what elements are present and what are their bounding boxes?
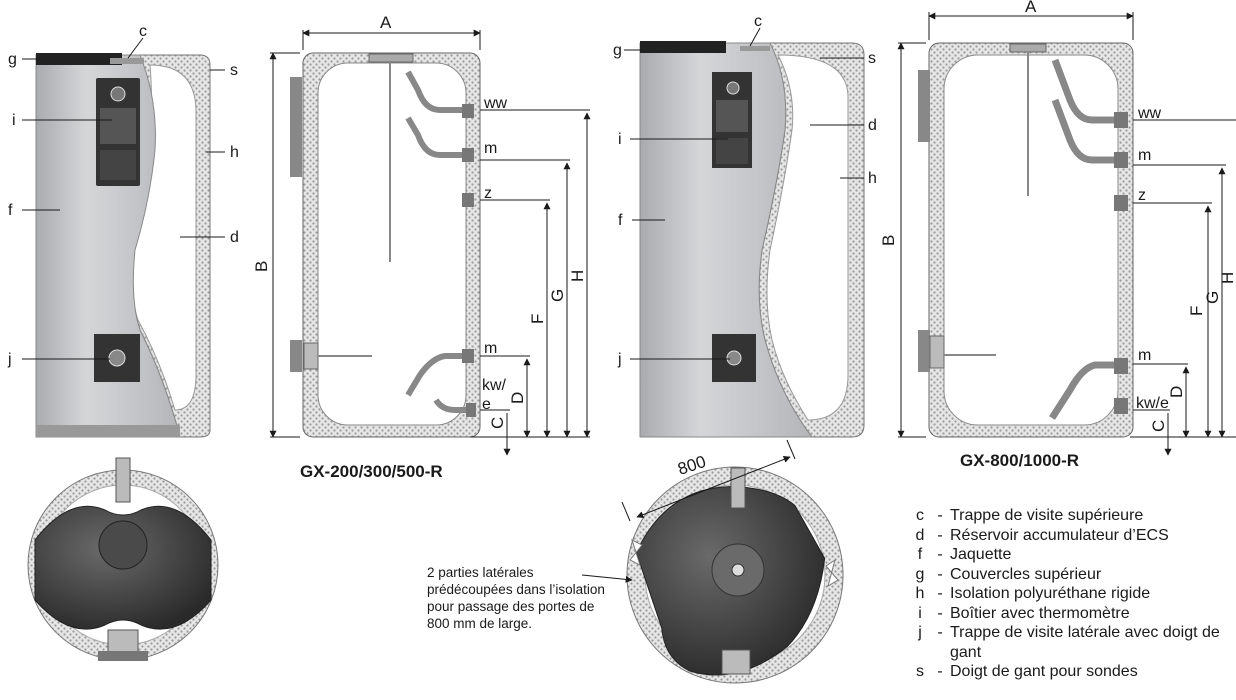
legend-dash: - bbox=[937, 546, 943, 563]
legend-dash: - bbox=[937, 526, 943, 544]
dim-G-large: G bbox=[1203, 291, 1222, 304]
small-top-view bbox=[27, 457, 219, 661]
label-m-large-bottom: m bbox=[1138, 347, 1151, 364]
insulation-note: 2 parties latérales prédécoupées dans l’… bbox=[427, 565, 605, 631]
small-unit-perspective: g c s i h f d j bbox=[7, 23, 239, 438]
legend-dash: - bbox=[937, 507, 943, 524]
legend-key: i bbox=[918, 604, 922, 622]
label-f-large: f bbox=[618, 212, 623, 229]
legend-dash: - bbox=[937, 624, 943, 641]
legend-item-i: i-Boîtier avec thermomètre bbox=[910, 604, 1236, 624]
legend-key: g bbox=[915, 565, 925, 583]
label-j-large: j bbox=[617, 351, 622, 368]
large-top-view: 800 bbox=[581, 439, 844, 684]
label-m-large-top: m bbox=[1138, 147, 1151, 164]
legend-dash: - bbox=[937, 565, 943, 583]
label-m-small-top: m bbox=[484, 140, 497, 157]
legend-text: Trappe de visite latérale avec doigt de … bbox=[950, 624, 1220, 661]
legend-key: h bbox=[915, 585, 925, 602]
label-ww-large: ww bbox=[1137, 105, 1162, 122]
label-kw-small: kw/ bbox=[482, 377, 507, 394]
label-m-small-bottom: m bbox=[484, 340, 497, 357]
dim-A-large: A bbox=[1025, 0, 1037, 16]
label-j: j bbox=[7, 351, 12, 368]
legend-text: Trappe de visite supérieure bbox=[950, 507, 1144, 524]
model-large: GX-800/1000-R bbox=[960, 451, 1079, 470]
legend-text: Réservoir accumulateur d’ECS bbox=[950, 526, 1169, 544]
legend-text: Boîtier avec thermomètre bbox=[950, 604, 1130, 622]
large-unit-section: A B H G F D C ww m z m kw/e GX-800/1000-… bbox=[879, 0, 1236, 470]
dim-B-large: B bbox=[879, 235, 898, 246]
small-top-cover bbox=[36, 53, 122, 65]
legend-text: Couvercles supérieur bbox=[950, 565, 1102, 583]
label-g: g bbox=[8, 51, 17, 68]
label-g-large: g bbox=[613, 42, 622, 59]
label-c: c bbox=[139, 23, 147, 40]
legend-item-g: g-Couvercles supérieur bbox=[910, 565, 1236, 585]
label-e-small: e bbox=[482, 396, 491, 413]
model-small: GX-200/300/500-R bbox=[300, 462, 443, 481]
small-unit-section: A B H G F D C ww m z m kw/ e GX-200/300/… bbox=[252, 13, 591, 481]
legend-item-d: d-Réservoir accumulateur d’ECS bbox=[910, 526, 1236, 546]
large-unit-perspective: g c s i d h f j bbox=[613, 13, 877, 438]
legend-text: Jaquette bbox=[950, 546, 1012, 563]
legend-dash: - bbox=[937, 585, 943, 602]
dim-D-small: D bbox=[508, 392, 527, 404]
dim-C-large: C bbox=[1149, 420, 1168, 432]
label-s-large: s bbox=[868, 50, 876, 67]
legend-key: c bbox=[916, 507, 924, 524]
legend-key: d bbox=[915, 526, 925, 544]
small-section-tank bbox=[317, 62, 467, 426]
dim-D-large: D bbox=[1167, 386, 1186, 398]
label-f: f bbox=[8, 202, 13, 219]
legend-dash: - bbox=[937, 663, 943, 680]
label-s: s bbox=[230, 62, 238, 79]
legend-item-f: f-Jaquette bbox=[910, 545, 1236, 565]
legend-key: j bbox=[918, 624, 922, 641]
legend-text: Isolation polyuréthane rigide bbox=[950, 585, 1151, 602]
legend-item-h: h-Isolation polyuréthane rigide bbox=[910, 584, 1236, 604]
label-i-large: i bbox=[618, 131, 622, 148]
dim-A-small: A bbox=[380, 13, 392, 32]
label-ww-small: ww bbox=[483, 95, 508, 112]
legend-dash: - bbox=[937, 604, 943, 622]
label-z-small: z bbox=[484, 185, 492, 202]
label-h-large: h bbox=[868, 170, 877, 187]
legend-key: s bbox=[916, 663, 924, 680]
label-kw-e-large: kw/e bbox=[1136, 395, 1169, 412]
legend-text: Doigt de gant pour sondes bbox=[950, 663, 1138, 680]
label-z-large: z bbox=[1138, 187, 1146, 204]
dim-C-small: C bbox=[488, 417, 507, 429]
dim-B-small: B bbox=[252, 261, 271, 272]
label-i: i bbox=[12, 112, 16, 129]
legend-item-j: j-Trappe de visite latérale avec doigt d… bbox=[910, 623, 1236, 662]
label-h: h bbox=[230, 144, 239, 161]
label-d: d bbox=[230, 229, 239, 246]
dim-F-large: F bbox=[1187, 306, 1206, 316]
label-c-large: c bbox=[754, 13, 762, 30]
legend-item-s: s-Doigt de gant pour sondes bbox=[910, 662, 1236, 682]
dim-G-small: G bbox=[548, 289, 567, 302]
label-d-large: d bbox=[868, 117, 877, 134]
legend-item-c: c-Trappe de visite supérieure bbox=[910, 506, 1236, 526]
legend-key: f bbox=[917, 546, 923, 563]
small-jacket bbox=[35, 54, 181, 438]
dim-H-small: H bbox=[568, 270, 587, 282]
dim-F-small: F bbox=[528, 314, 547, 324]
dim-H-large: H bbox=[1218, 272, 1236, 284]
